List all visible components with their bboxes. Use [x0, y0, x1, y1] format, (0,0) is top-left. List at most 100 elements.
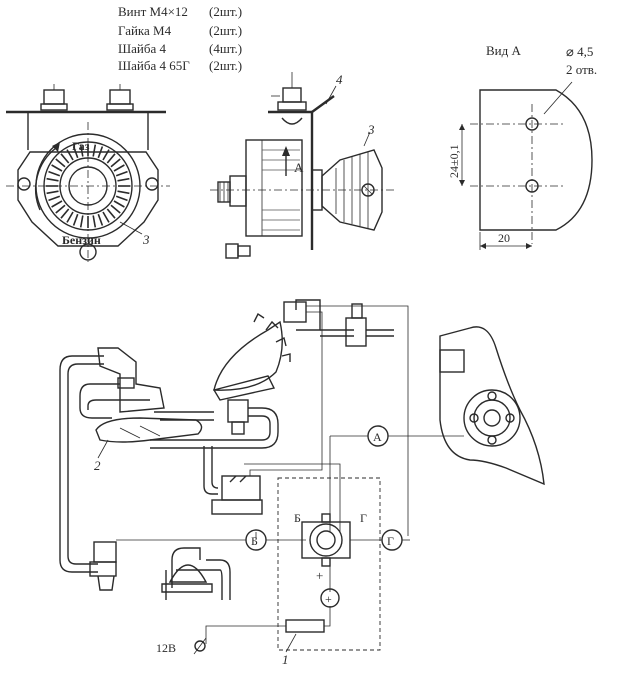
knurl-mark: [55, 204, 66, 214]
distributor-mid: [473, 399, 511, 437]
fastener-qty: (2шт.): [209, 23, 242, 38]
gas-fitting: [168, 564, 208, 583]
terminal-b: [245, 529, 267, 551]
fastener-list: Винт М4×12 (2шт.) Гайка М4 (2шт.) Шайба …: [118, 4, 242, 73]
knurl-mark: [102, 211, 110, 223]
valve-filter-teeth: [253, 312, 291, 362]
knurl-mark: [106, 153, 116, 164]
knurl-mark: [72, 146, 79, 159]
label-gas: Газ: [72, 139, 90, 153]
knurl-mark: [97, 213, 104, 226]
side-connector-plug: [237, 245, 251, 257]
supply-terminal: [194, 640, 206, 652]
knurl-mark: [60, 153, 70, 164]
side-bolt-washer: [277, 101, 307, 111]
view-arrowhead-a: [282, 146, 290, 156]
side-nut: [281, 117, 303, 125]
knurl-mark: [72, 213, 79, 226]
hole-count: 2 отв.: [566, 62, 597, 77]
circuit-switch-ring: [309, 523, 343, 557]
knurl-mark: [102, 149, 110, 161]
bracket: [27, 113, 149, 150]
knurl-mark: [48, 170, 61, 177]
knurl-mark: [79, 215, 84, 228]
knurl-mark: [113, 200, 125, 208]
fastener-qty: (2шт.): [209, 4, 242, 19]
knurl-mark: [117, 177, 130, 182]
view-a-title: Вид А: [486, 43, 521, 58]
valve-filter-head: [213, 320, 283, 391]
check-valve-top: [351, 303, 363, 319]
gas-tank-line-2: [165, 569, 223, 600]
filter-screw: [361, 183, 375, 197]
dim-horizontal-arrows: [480, 243, 532, 249]
gas-tank-line: [171, 547, 231, 600]
petrol-pump-outlet: [97, 575, 115, 591]
petrol-solenoid: [221, 475, 261, 501]
side-bolt-head: [282, 87, 302, 103]
knurl-mark: [106, 208, 116, 219]
knurl-mark: [51, 200, 63, 208]
knurl-mark: [110, 204, 121, 214]
fastener-name: Винт М4×12: [118, 4, 188, 19]
switch-b-side-label: Б: [294, 511, 301, 525]
switch-front-view: Газ Бензин 3: [6, 84, 170, 262]
callout-3-side: 3: [367, 122, 375, 137]
knurl-mark: [55, 158, 66, 168]
leader-1: [285, 633, 297, 653]
relay-box: [277, 477, 381, 651]
terminal-a-label: А: [373, 430, 382, 444]
callout-2: 2: [94, 458, 101, 473]
filter-screw-slot: [363, 185, 373, 195]
callout-4: 4: [336, 72, 343, 87]
distributor-outer: [463, 389, 521, 447]
valve-outlet: [231, 421, 245, 435]
view-a-outline: [479, 89, 593, 231]
knurl-mark: [60, 208, 70, 219]
plus-circle-label: +: [325, 592, 332, 606]
rotation-arrowhead: [52, 142, 60, 152]
knurl-mark: [110, 158, 121, 168]
bolt-right: [106, 84, 134, 111]
supply-label: 12В: [156, 641, 176, 655]
knurl-mark: [115, 195, 128, 202]
callout-1: 1: [282, 652, 289, 667]
fastener-name: Гайка М4: [118, 23, 172, 38]
wiring-diagram: 2: [59, 299, 545, 667]
terminal-g-label: Г: [387, 534, 394, 548]
knurl-mark: [92, 215, 97, 228]
dim-vertical-value: 24±0,1: [447, 144, 461, 178]
leader-3-front: [119, 221, 143, 235]
view-a: Вид А ⌀ 4,5 2 отв. 24±0,1 20: [447, 43, 597, 250]
fuse: [285, 619, 325, 633]
ear-hole-right: [145, 177, 159, 191]
terminal-b-label: Б: [251, 534, 258, 548]
knurling: [46, 144, 130, 228]
circuit-switch-top: [321, 513, 331, 523]
petrol-solenoid-base: [211, 499, 263, 515]
knurl-mark: [51, 164, 63, 172]
bracket-4: [268, 110, 314, 250]
knurl-mark: [92, 144, 97, 157]
hole-leader: [543, 81, 573, 115]
dim-horizontal-value: 20: [498, 231, 510, 245]
engine-outline: [439, 326, 545, 486]
side-body: [245, 139, 303, 237]
rotation-arc: [35, 147, 57, 211]
terminal-g: [381, 529, 403, 551]
gas-fitting-base: [161, 583, 213, 593]
leader-3-side: [363, 131, 371, 147]
engine-boss: [439, 349, 465, 373]
label-petrol: Бензин: [62, 233, 101, 247]
reducer-port: [117, 377, 135, 389]
knurl-mark: [115, 170, 128, 177]
knurl-mark: [66, 149, 74, 161]
knurl-mark: [97, 146, 104, 159]
bottom-hole: [79, 243, 97, 261]
circuit-switch-body: [301, 521, 351, 559]
terminal-a: [367, 425, 389, 447]
knob-ridges: [219, 182, 229, 202]
knurl-mark: [46, 177, 59, 182]
petrol-solenoid-terminals: [229, 475, 247, 483]
side-connector: [225, 243, 239, 259]
